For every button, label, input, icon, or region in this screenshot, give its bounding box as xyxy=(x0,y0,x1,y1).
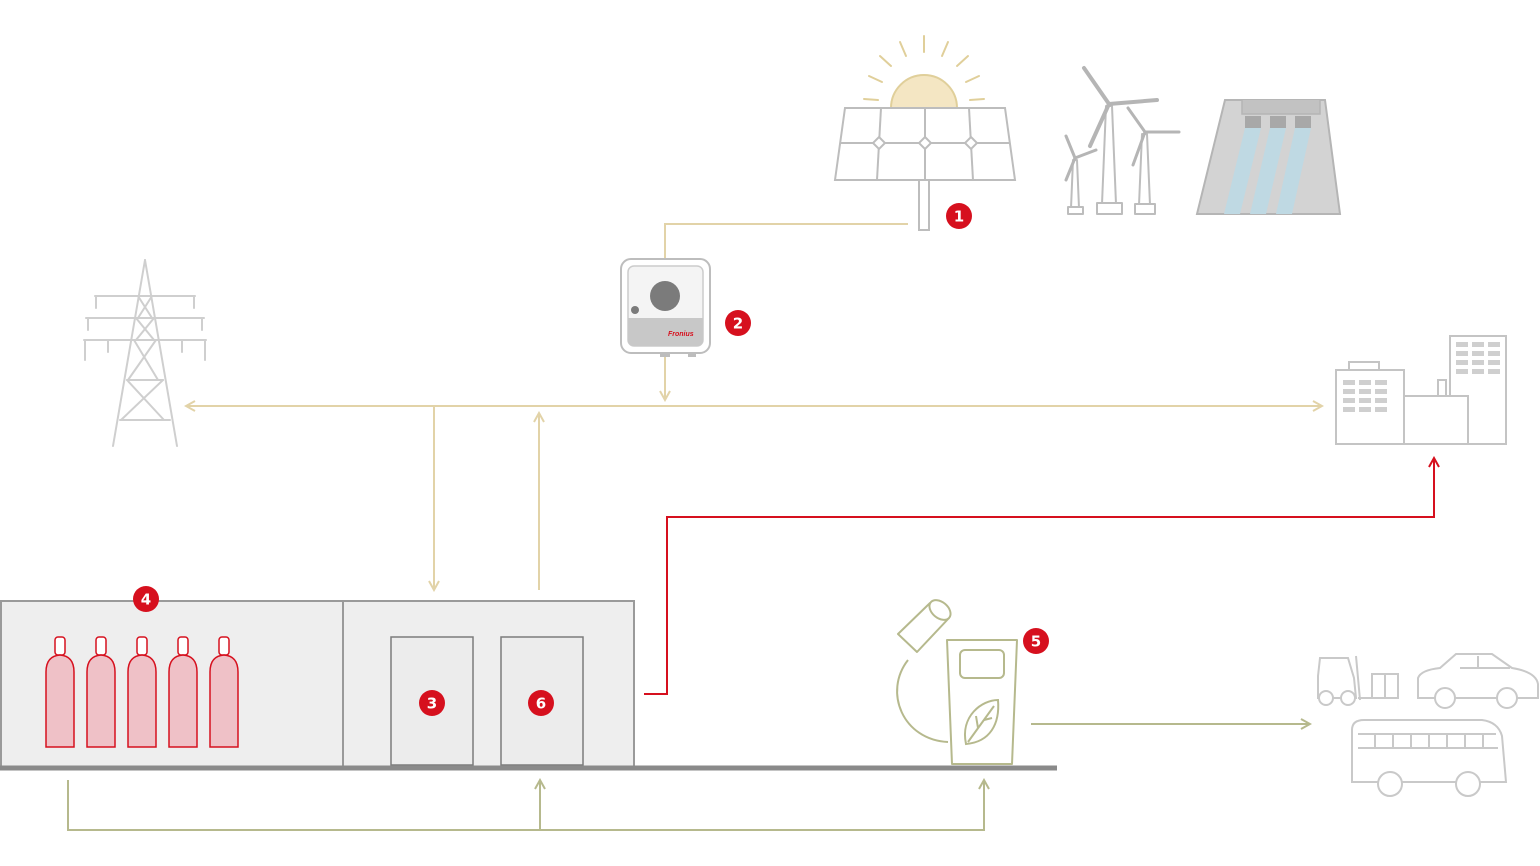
sun-icon xyxy=(863,35,985,109)
leaf-icon xyxy=(963,698,1000,746)
hydrogen-cylinder xyxy=(45,636,75,748)
svg-text:3: 3 xyxy=(427,695,437,713)
badge-4: 4 xyxy=(133,586,159,612)
factory-icon xyxy=(1335,335,1507,445)
badge-5: 5 xyxy=(1023,628,1049,654)
gas-cylinder-icon xyxy=(45,636,239,748)
svg-text:4: 4 xyxy=(141,591,151,609)
hydrogen-cylinder xyxy=(86,636,116,748)
svg-text:5: 5 xyxy=(1031,633,1041,651)
inverter-logo: Fronius xyxy=(668,331,694,338)
badge-1: 1 xyxy=(946,203,972,229)
solar-panel-icon xyxy=(833,107,1017,231)
svg-text:1: 1 xyxy=(954,208,964,226)
hydrogen-cylinder xyxy=(209,636,239,748)
svg-text:2: 2 xyxy=(733,315,743,333)
badge-2: 2 xyxy=(725,310,751,336)
hydrogen-station-icon xyxy=(896,599,1018,765)
hydrogen-distribution-line xyxy=(67,780,984,831)
wind-turbine-icon xyxy=(1064,66,1181,215)
hydro-dam-icon xyxy=(1195,99,1342,215)
power-tower-icon xyxy=(83,259,207,447)
badge-3: 3 xyxy=(419,690,445,716)
badge-6: 6 xyxy=(528,690,554,716)
hydrogen-cylinder xyxy=(168,636,198,748)
forklift-icon xyxy=(1317,655,1399,706)
bus-icon xyxy=(1351,719,1508,797)
inverter-device: Fronius xyxy=(620,258,711,357)
pv-to-inverter-line xyxy=(664,223,908,260)
heat-to-industry-line xyxy=(644,458,1434,695)
hydrogen-cylinder xyxy=(127,636,157,748)
svg-text:6: 6 xyxy=(536,695,546,713)
car-icon xyxy=(1417,653,1539,709)
